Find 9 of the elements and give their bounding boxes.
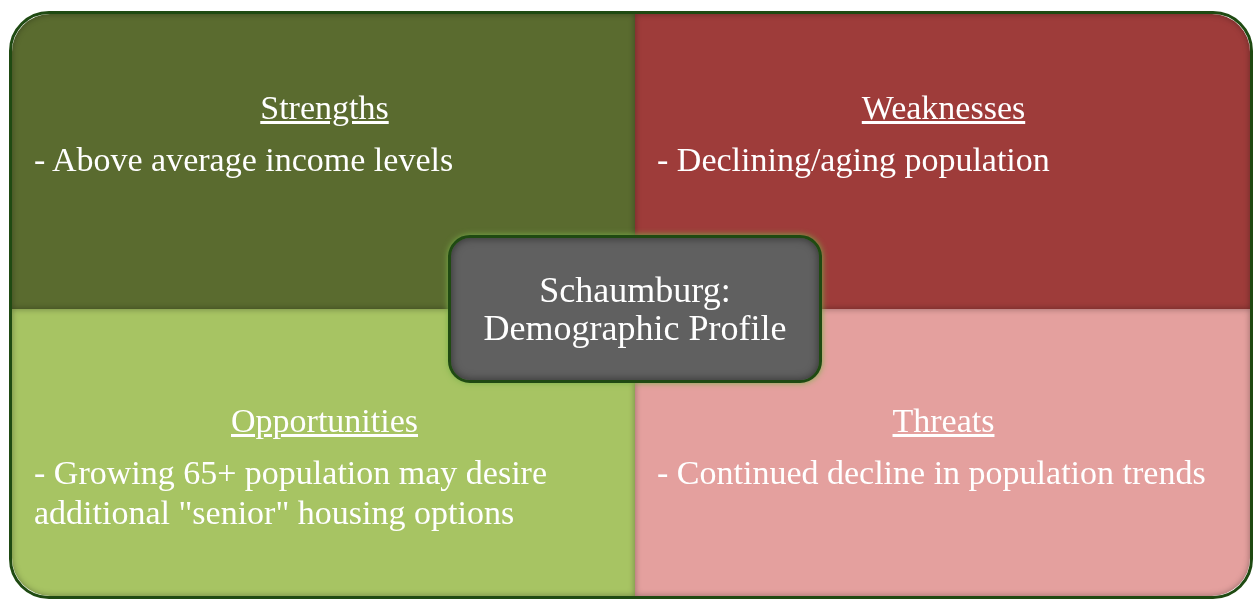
quadrant-text: - Declining/aging population bbox=[657, 140, 1051, 180]
quadrant-text: - Above average income levels bbox=[34, 140, 455, 180]
quadrant-heading: Weaknesses bbox=[861, 88, 1026, 128]
quadrant-text: - Continued decline in population trends bbox=[657, 453, 1207, 493]
quadrant-heading: Strengths bbox=[260, 88, 389, 128]
quadrant-heading: Threats bbox=[892, 401, 995, 441]
quadrant-text: - Growing 65+ population may desire additional "senior" housing options bbox=[34, 453, 549, 533]
center-box: Schaumburg: Demographic Profile bbox=[448, 235, 822, 383]
quadrant-heading: Opportunities bbox=[231, 401, 418, 441]
